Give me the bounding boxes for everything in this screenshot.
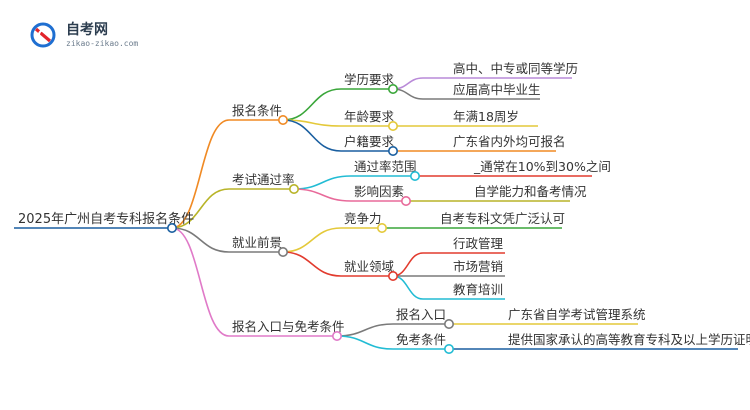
root-label: 2025年广州自考专科报名条件 (18, 211, 194, 227)
leaf-0-2-0-label: 广东省内外均可报名 (453, 134, 566, 149)
leaf-0-1-0-label: 年满18周岁 (453, 109, 519, 124)
child-3-1-label: 免考条件 (396, 332, 446, 347)
edge-root-branch-3 (171, 227, 230, 337)
mind-map-labels: 2025年广州自考专科报名条件 报名条件 学历要求 高中、中专或同等学历应届高中毕业生… (18, 61, 750, 347)
edge-child-2-1-leaf-0 (392, 252, 424, 277)
leaf-1-1-0-label: 自学能力和备考情况 (474, 184, 587, 199)
child-2-0-label: 竞争力 (344, 211, 382, 226)
branch-2-node (277, 247, 288, 258)
child-2-0-node (376, 223, 387, 234)
edge-root-branch-1 (171, 188, 230, 229)
leaf-2-0-0-label: 自考专科文凭广泛认可 (440, 211, 565, 226)
child-1-0-node (409, 171, 420, 182)
leaf-2-1-2-label: 教育培训 (453, 282, 503, 297)
child-0-0-label: 学历要求 (344, 72, 395, 87)
edge-branch-3-child-1 (336, 335, 394, 350)
child-2-1-label: 就业领域 (344, 259, 394, 274)
branch-0-label: 报名条件 (232, 103, 282, 118)
logo-mark-icon (30, 22, 56, 48)
branch-1-label: 考试通过率 (232, 172, 295, 187)
edge-branch-2-child-1 (282, 251, 342, 277)
child-3-1-node (443, 343, 454, 354)
leaf-0-0-1-label: 应届高中毕业生 (453, 82, 541, 97)
branch-3-node (331, 330, 342, 341)
edge-branch-1-child-1 (293, 188, 352, 202)
edge-child-2-1-leaf-2 (392, 275, 424, 300)
leaf-3-0-0-label: 广东省自学考试管理系统 (508, 307, 646, 322)
child-0-2-node (387, 146, 398, 157)
edge-branch-3-child-0 (336, 323, 394, 337)
child-1-1-label: 影响因素 (354, 184, 404, 199)
edge-branch-2-child-0 (282, 227, 342, 253)
child-3-0-node (443, 318, 454, 329)
edge-root-branch-0 (171, 119, 230, 229)
site-logo: 自考网 zikao-zikao.com (30, 21, 138, 48)
logo-subtitle: zikao-zikao.com (66, 39, 138, 48)
edge-branch-0-child-0 (282, 88, 342, 121)
branch-3-label: 报名入口与免考条件 (232, 319, 345, 334)
branch-1-node (288, 184, 299, 195)
child-2-1-node (387, 270, 398, 281)
child-1-1-node (400, 196, 411, 207)
child-3-0-label: 报名入口 (396, 307, 446, 322)
mind-map-underlines (14, 77, 738, 350)
child-1-0-label: 通过率范围 (354, 159, 417, 174)
leaf-2-1-0-label: 行政管理 (453, 236, 504, 251)
child-0-2-label: 户籍要求 (344, 134, 395, 149)
child-0-0-node (387, 84, 398, 95)
child-0-1-node (387, 121, 398, 132)
logo-title: 自考网 (66, 21, 108, 38)
leaf-0-0-0-label: 高中、中专或同等学历 (453, 61, 578, 76)
branch-0-node (277, 115, 288, 126)
mind-map-nodes (167, 84, 454, 354)
leaf-1-0-0-label: _通常在10%到30%之间 (473, 159, 611, 174)
child-0-1-label: 年龄要求 (344, 109, 395, 124)
edge-branch-1-child-0 (293, 175, 352, 190)
edge-branch-0-child-2 (282, 119, 342, 152)
edge-root-branch-2 (171, 227, 230, 253)
branch-2-label: 就业前景 (232, 235, 282, 250)
leaf-3-1-0-label: 提供国家承认的高等教育专科及以上学历证明 (508, 332, 750, 347)
leaf-2-1-1-label: 市场营销 (453, 259, 503, 274)
root-node (167, 223, 178, 234)
